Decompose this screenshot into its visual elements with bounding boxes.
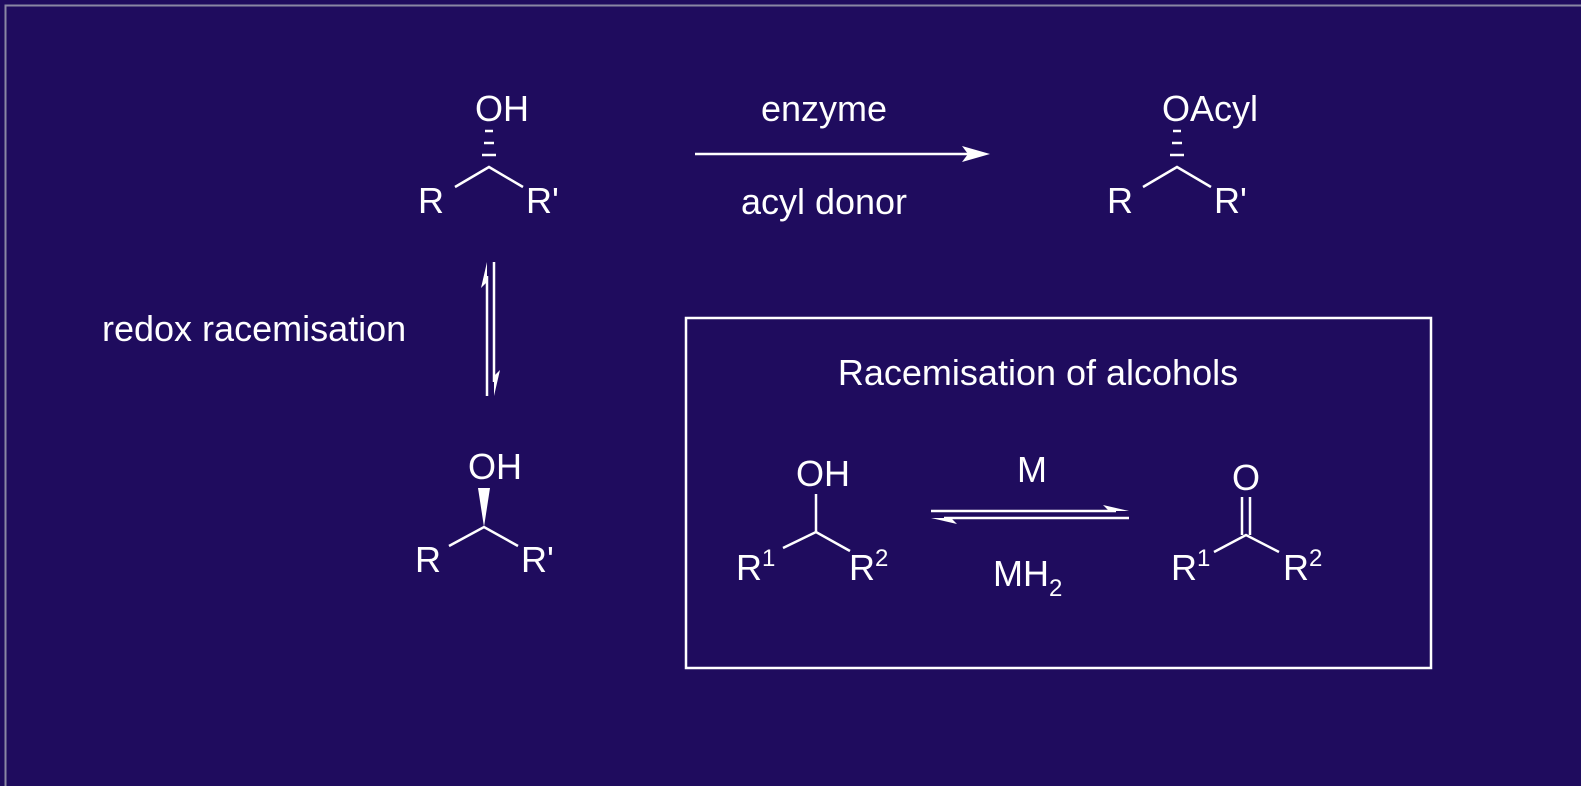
metal-hydride-label: MH2 — [993, 553, 1062, 602]
skeleton-bonds — [782, 530, 851, 553]
r-prime-group-label: R' — [1214, 180, 1247, 221]
r-letter: R — [1171, 547, 1197, 588]
r-group-label: R — [1107, 180, 1133, 221]
outer-frame — [4, 4, 1581, 786]
arrow-half-head — [481, 262, 487, 288]
skeleton-bonds — [454, 165, 524, 189]
metal-label: M — [1017, 449, 1047, 490]
ester-top-right: OAcyl R R' — [1107, 88, 1258, 221]
racemisation-inset-box: Racemisation of alcohols OH R1 R2 M MH2 … — [684, 316, 1433, 670]
reagent-acyl-donor-label: acyl donor — [741, 181, 907, 222]
skeleton-bonds — [448, 525, 519, 548]
r2-label: R2 — [849, 545, 888, 588]
skeleton-bonds — [1142, 165, 1212, 189]
r-letter: R — [736, 547, 762, 588]
arrow-half-head — [931, 518, 957, 524]
alcohol-top-left: OH R R' — [418, 88, 559, 221]
r-prime-group-label: R' — [526, 180, 559, 221]
wedge-bond — [478, 488, 490, 527]
superscript-one: 1 — [1197, 545, 1210, 572]
oacyl-label: OAcyl — [1162, 88, 1258, 129]
redox-racemisation-label: redox racemisation — [102, 308, 406, 349]
arrow-half-head — [494, 370, 500, 396]
hydroxyl-label: OH — [468, 446, 522, 487]
carbonyl-oxygen-label: O — [1232, 457, 1260, 498]
reagent-enzyme-label: enzyme — [761, 88, 887, 129]
inset-title: Racemisation of alcohols — [838, 352, 1238, 393]
r-group-label: R — [415, 539, 441, 580]
r-letter: R — [849, 547, 875, 588]
superscript-one: 1 — [762, 545, 775, 572]
r2-label: R2 — [1283, 545, 1322, 588]
forward-reaction-arrow: enzyme acyl donor — [695, 88, 990, 222]
hydroxyl-label: OH — [475, 88, 529, 129]
r-prime-group-label: R' — [521, 539, 554, 580]
racemisation-equilibrium-arrows: redox racemisation — [102, 262, 500, 396]
r1-label: R1 — [1171, 545, 1210, 588]
r-group-label: R — [418, 180, 444, 221]
superscript-two: 2 — [875, 545, 888, 572]
inset-frame — [684, 316, 1433, 670]
hydroxyl-label: OH — [796, 453, 850, 494]
arrow-head — [962, 146, 990, 162]
r1-label: R1 — [736, 545, 775, 588]
superscript-two: 2 — [1309, 545, 1322, 572]
skeleton-bonds — [1213, 533, 1280, 554]
arrow-half-head — [1103, 505, 1129, 511]
mh-subscript: 2 — [1049, 575, 1062, 602]
mh-base: MH — [993, 553, 1049, 594]
alcohol-bottom-left: OH R R' — [415, 446, 554, 580]
r-letter: R — [1283, 547, 1309, 588]
